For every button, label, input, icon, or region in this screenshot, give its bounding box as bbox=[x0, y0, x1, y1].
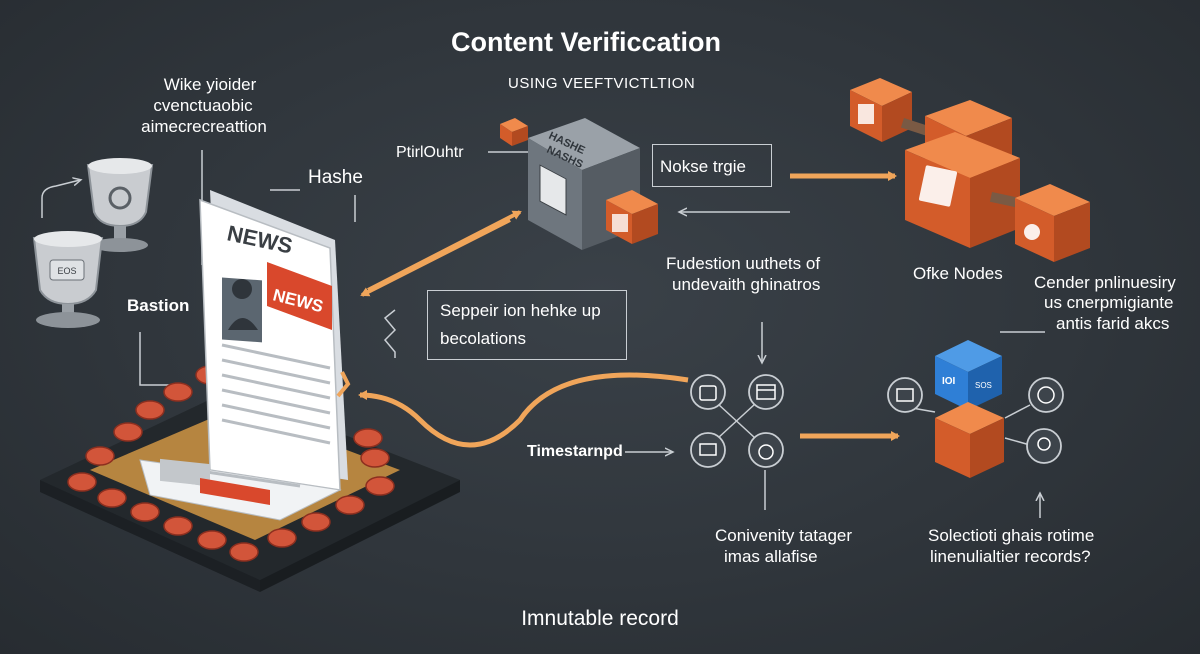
connector-line bbox=[383, 309, 397, 358]
basket-icon bbox=[887, 377, 923, 413]
connector-line bbox=[139, 332, 185, 386]
award-cup-icon bbox=[32, 231, 104, 328]
diagram-title: Content Verificcation bbox=[450, 27, 722, 57]
cube-label: IOI bbox=[942, 376, 956, 387]
immutable-record-label: Imnutable record bbox=[521, 607, 679, 630]
wike-label-line1: Wike yioider bbox=[163, 75, 257, 94]
orange-cube-icon bbox=[606, 190, 658, 244]
cender-label-line1: Cender pnlinuesiry bbox=[1034, 273, 1176, 292]
conivenity-label-line2: imas allafise bbox=[724, 547, 818, 566]
ptirlouhtr-label: PtirlOuhtr bbox=[396, 144, 464, 161]
solectioti-label-line2: linenulialtier records? bbox=[930, 547, 1091, 566]
nokse-box bbox=[652, 144, 772, 187]
orange-cube-icon bbox=[935, 402, 1004, 478]
wike-label-line3: aimecrecreattion bbox=[141, 117, 267, 136]
clock-icon bbox=[1028, 377, 1064, 413]
lightbulb-icon bbox=[1026, 428, 1062, 464]
wike-label-line2: cvenctuaobic bbox=[153, 96, 253, 115]
hashe-label: Hashe bbox=[308, 167, 363, 188]
diagram-subtitle: USING VEEFTVICTLTION bbox=[508, 75, 696, 92]
orange-cube-icon bbox=[850, 78, 912, 142]
cender-label-line2: us cnerpmigiante bbox=[1044, 293, 1174, 312]
orange-cube-icon bbox=[905, 132, 1020, 248]
calendar-icon bbox=[748, 374, 784, 410]
timestamped-label: Timestarnpd bbox=[527, 443, 623, 460]
cender-label-line3: antis farid akcs bbox=[1056, 314, 1170, 333]
orange-cube-icon bbox=[500, 118, 528, 146]
solectioti-label-line1: Solectioti ghais rotime bbox=[928, 526, 1095, 545]
conivenity-label-line1: Conivenity tatager bbox=[715, 526, 853, 545]
orange-cube-icon bbox=[1015, 184, 1090, 262]
coin-icon bbox=[67, 365, 395, 562]
sepper-label-line2: becolations bbox=[440, 329, 527, 348]
fudestion-label-line1: Fudestion uuthets of bbox=[666, 254, 821, 273]
envelope-icon bbox=[690, 432, 726, 468]
cup-badge-text: EOS bbox=[57, 266, 76, 276]
connector-line bbox=[270, 189, 356, 222]
flow-arrow bbox=[358, 372, 689, 448]
bastion-label: Bastion bbox=[127, 296, 190, 315]
ofke-nodes-label: Ofke Nodes bbox=[913, 264, 1003, 283]
award-cup-icon bbox=[86, 158, 154, 252]
flow-arrow bbox=[360, 218, 511, 297]
cube-label: SOS bbox=[975, 381, 992, 390]
paper-document-icon bbox=[139, 190, 348, 521]
blue-block-icon bbox=[935, 340, 1002, 410]
sepper-box bbox=[427, 290, 627, 360]
stopwatch-icon bbox=[690, 374, 726, 410]
flow-arrow-hook bbox=[336, 371, 351, 398]
nokse-label: Nokse trgie bbox=[660, 157, 746, 176]
fudestion-label-line2: undevaith ghinatros bbox=[672, 275, 821, 294]
connector-line bbox=[41, 180, 80, 218]
icon-cluster-lines bbox=[717, 403, 1031, 446]
sepper-label-line1: Seppeir ion hehke up bbox=[440, 301, 601, 320]
bomb-icon bbox=[748, 432, 784, 468]
